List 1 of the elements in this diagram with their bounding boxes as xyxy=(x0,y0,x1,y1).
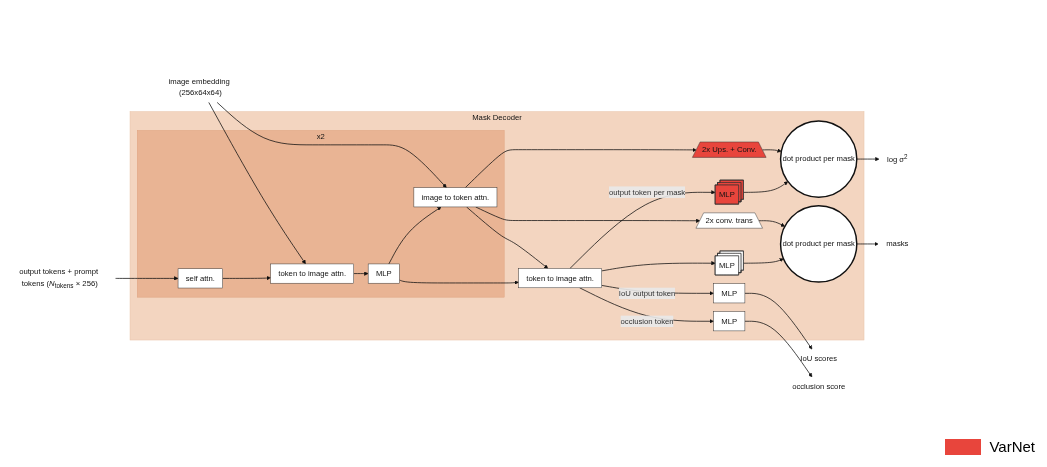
legend-label: VarNet xyxy=(989,438,1035,455)
